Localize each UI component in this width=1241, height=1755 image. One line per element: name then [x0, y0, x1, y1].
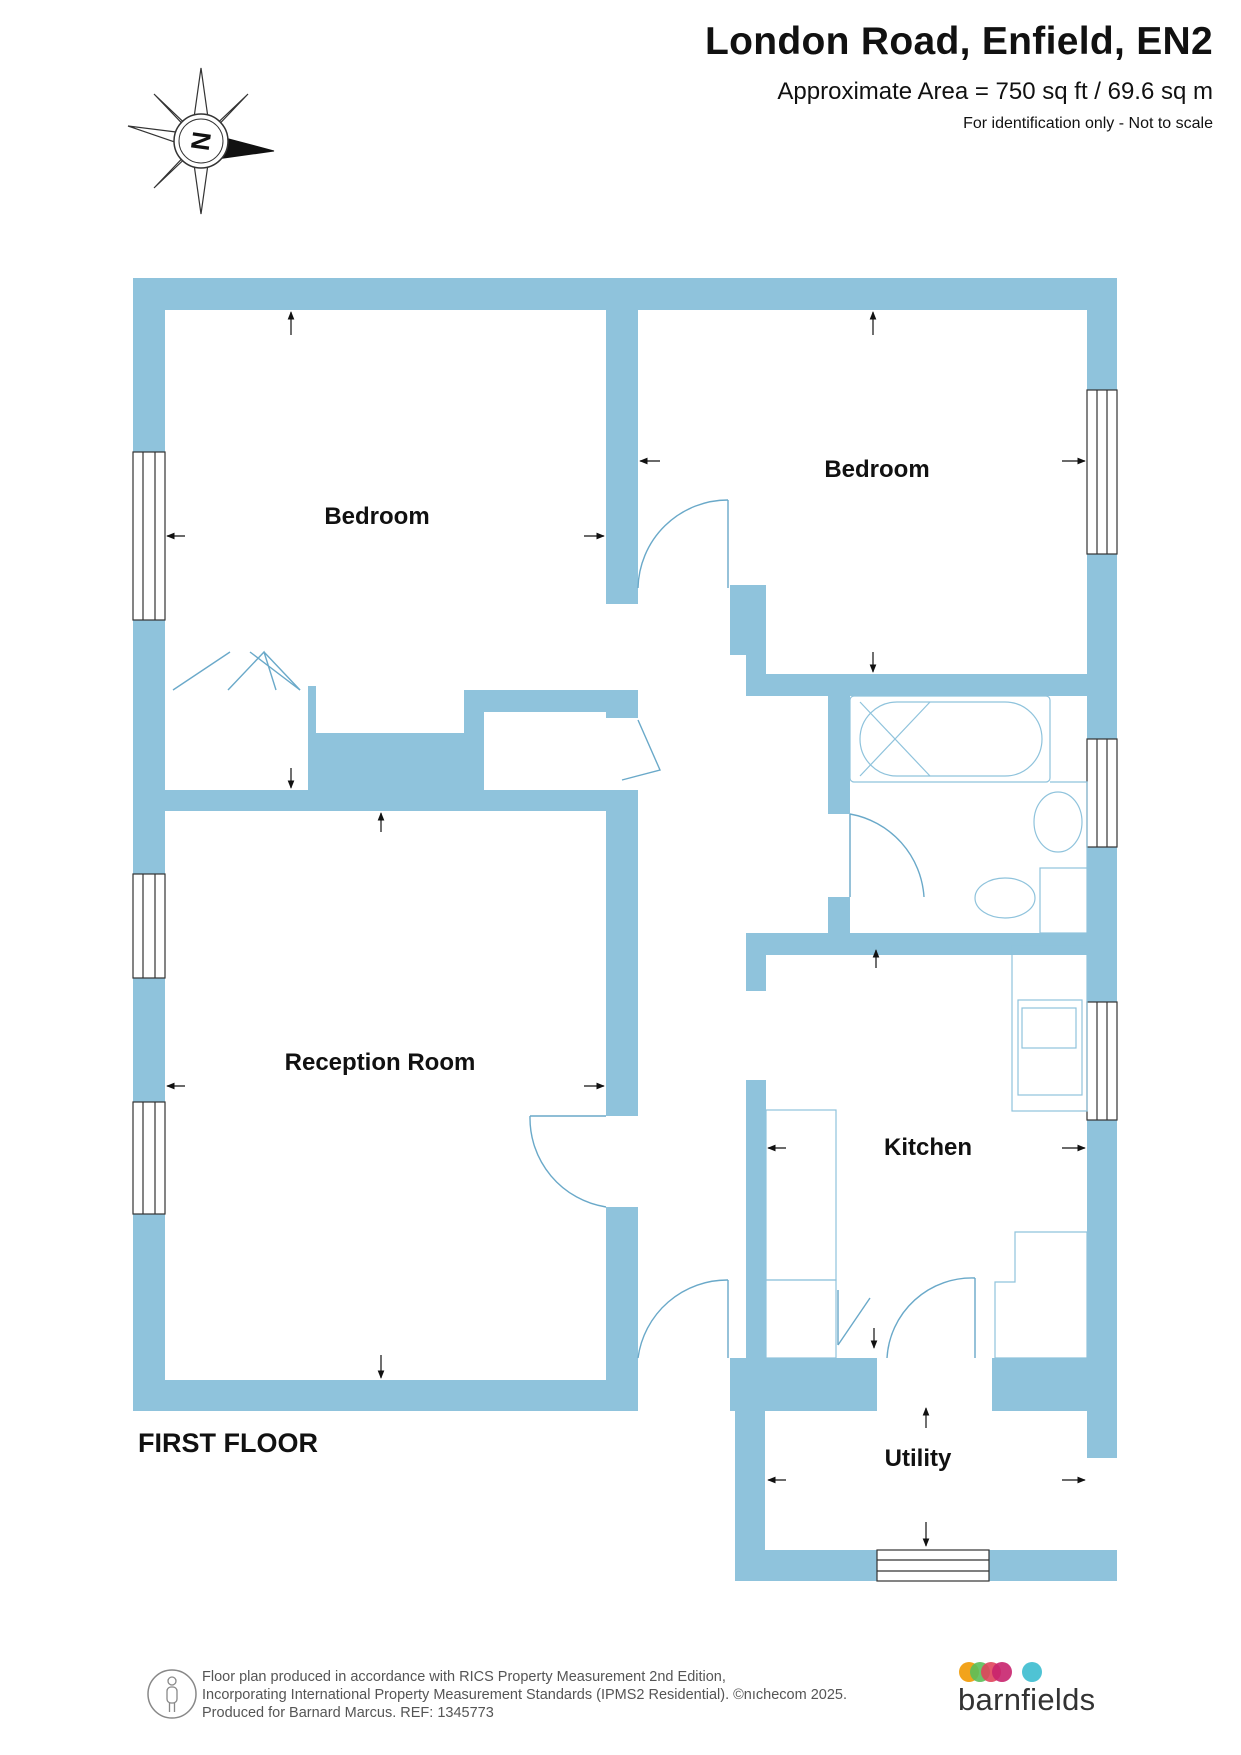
- fixtures: [765, 695, 1088, 1359]
- plan-header: London Road, Enfield, EN2 Approximate Ar…: [705, 18, 1213, 134]
- dimension-arrows: [166, 311, 1086, 1547]
- compass-north-label: N: [185, 130, 217, 153]
- compass-rose-icon: N: [127, 67, 275, 215]
- footer-line-1: Floor plan produced in accordance with R…: [202, 1669, 726, 1685]
- property-title: London Road, Enfield, EN2: [705, 20, 1213, 63]
- brand-logo-dots: [959, 1662, 1042, 1682]
- room-label-reception: Reception Room: [285, 1049, 476, 1076]
- walls: [133, 278, 1117, 1581]
- area-text: Approximate Area = 750 sq ft / 69.6 sq m: [777, 78, 1213, 105]
- windows: [132, 389, 1118, 1582]
- room-label-bedroom-1: Bedroom: [324, 503, 429, 530]
- footer-line-3: Produced for Barnard Marcus. REF: 134577…: [202, 1705, 494, 1721]
- person-icon: [147, 1669, 197, 1719]
- room-label-kitchen: Kitchen: [884, 1134, 972, 1161]
- footer-line-2: Incorporating International Property Mea…: [202, 1687, 847, 1703]
- room-label-bedroom-2: Bedroom: [824, 456, 929, 483]
- floor-label: FIRST FLOOR: [138, 1428, 318, 1458]
- room-label-utility: Utility: [885, 1445, 952, 1472]
- scale-note: For identification only - Not to scale: [963, 115, 1213, 132]
- brand-logo-text: barnfields: [958, 1682, 1096, 1717]
- door-swings: [172, 499, 976, 1359]
- footer-notes: Floor plan produced in accordance with R…: [202, 1668, 847, 1722]
